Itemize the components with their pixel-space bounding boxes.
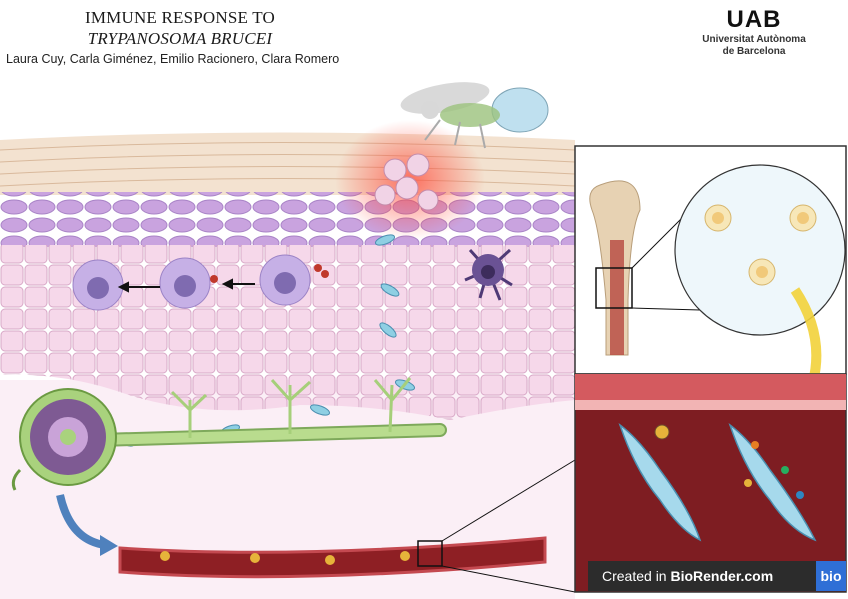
- zoom-box: [417, 540, 443, 567]
- b-cell-closeup: [674, 164, 846, 336]
- biorender-logo-icon: bio: [816, 561, 846, 591]
- logo-text-line2: de Barcelona: [722, 46, 786, 57]
- antibody-icon: [210, 264, 329, 283]
- authors-line: Laura Cuy, Carla Giménez, Emilio Racione…: [6, 52, 340, 66]
- zoom-box: [595, 267, 633, 309]
- dendritic-cell: [464, 248, 513, 301]
- credit-text: Created in BioRender.com: [588, 568, 816, 584]
- zoom-line: [441, 459, 576, 542]
- neutrophil-cluster: [374, 153, 439, 211]
- arrow-icon: [117, 278, 255, 293]
- b-cell: [704, 204, 817, 286]
- bone-marrow-panel: [574, 145, 847, 375]
- dermis-cell-layer: [0, 245, 575, 420]
- lymphatic-vessel: [93, 377, 447, 447]
- logo-mark: UAB: [726, 6, 782, 33]
- stratum-spinosum: [0, 192, 575, 247]
- antibody-icon: [744, 441, 804, 499]
- zoom-line: [441, 565, 576, 593]
- credit-prefix: Created in: [602, 568, 667, 584]
- lymph-node: [11, 388, 117, 491]
- biorender-credit: Created in BioRender.com bio: [588, 561, 846, 591]
- macrophage-cell: [72, 254, 311, 311]
- diagram-title-line1: IMMUNE RESPONSE TO: [84, 8, 275, 27]
- vessel-closeup-panel: [574, 373, 847, 593]
- b-cell: [654, 424, 670, 440]
- university-logo: UAB Universitat Autònoma de Barcelona: [674, 6, 834, 58]
- credit-brand: BioRender.com: [670, 568, 774, 584]
- tsetse-fly-icon: [400, 82, 549, 149]
- stratum-corneum: [0, 132, 576, 195]
- trypanosome-icon: [618, 422, 817, 542]
- logo-text-line1: Universitat Autònoma: [702, 34, 806, 45]
- curved-arrow-icon: [56, 494, 118, 556]
- diagram-title-line2: TRYPANOSOMA BRUCEI: [87, 29, 273, 48]
- blood-vessel: [118, 536, 547, 579]
